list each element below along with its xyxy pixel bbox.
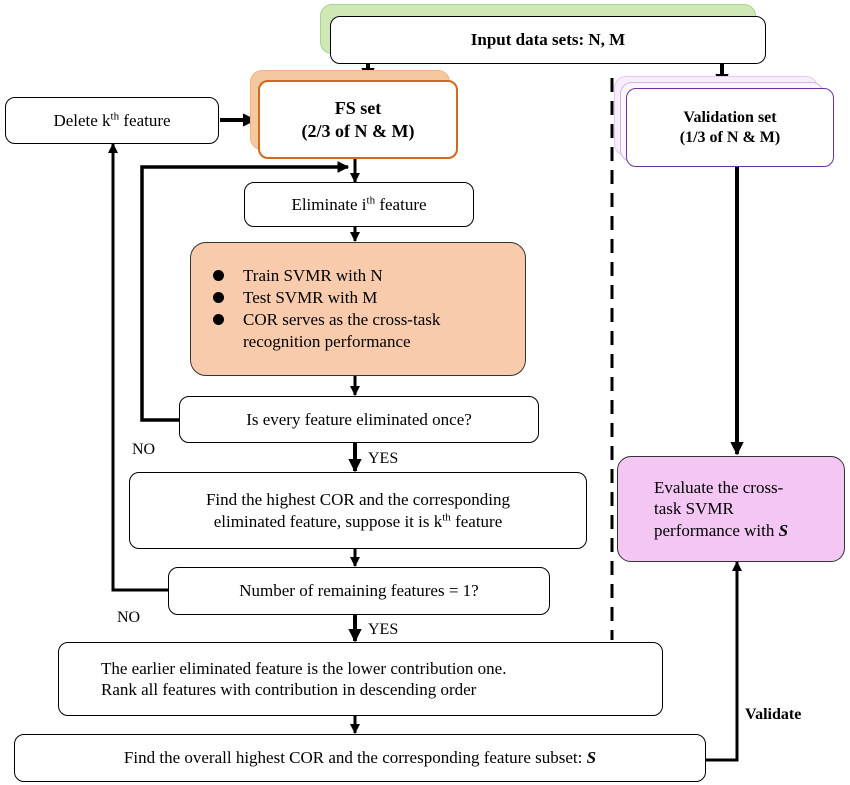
evaluate-line2: task SVMR [654,499,734,519]
svmr-steps-node: Train SVMR with N Test SVMR with M COR s… [190,242,526,376]
delete-feature-suffix: feature [119,110,171,130]
remaining-check-label: Number of remaining features = 1? [239,581,479,601]
evaluate-node: Evaluate the cross- task SVMR performanc… [617,456,845,562]
validation-set-subtitle: (1/3 of N & M) [679,128,781,146]
bullet-dot [213,314,224,325]
eliminate-feature-suffix: feature [375,194,427,214]
eliminate-feature-prefix: Eliminate i [291,194,367,214]
find-highest-node: Find the highest COR and the correspondi… [129,472,587,549]
find-overall-symbol: S [586,748,597,768]
find-highest-line1: Find the highest COR and the correspondi… [205,490,511,510]
fs-set-node: FS set (2/3 of N & M) [258,80,458,159]
fs-set-title: FS set [334,98,382,118]
find-overall-label: Find the overall highest COR and the cor… [123,748,587,768]
delete-feature-prefix: Delete k [53,110,111,130]
edge-label-no-2: NO [117,609,141,626]
rank-features-line2: Rank all features with contribution in d… [101,680,477,699]
arrow-no-loop-eliminate [140,161,350,422]
arrow-validate [706,560,743,762]
bullet-dot [213,269,224,281]
find-highest-suffix: feature [450,511,503,531]
arrow-no-loop-delete [107,142,168,592]
validation-set-title: Validation set [683,108,777,126]
evaluate-line3: performance with [654,520,779,540]
input-node: Input data sets: N, M [330,16,766,64]
rank-features-line1: The earlier eliminated feature is the lo… [101,658,507,678]
bullet-dot [213,291,224,303]
find-highest-sup: th [442,510,451,523]
svmr-steps-list: Train SVMR with N Test SVMR with M COR s… [213,265,440,353]
svmr-step-train: Train SVMR with N [213,265,440,287]
rank-features-node: The earlier eliminated feature is the lo… [58,642,663,716]
edge-label-yes-1: YES [368,450,399,467]
edge-label-no-1: NO [132,441,156,458]
delete-feature-sup: th [110,110,120,123]
find-highest-line2: eliminated feature, suppose it is k [213,511,443,531]
eliminate-feature-node: Eliminate ith feature [244,182,474,227]
validation-set-node: Validation set (1/3 of N & M) [626,88,834,167]
find-overall-node: Find the overall highest COR and the cor… [14,734,706,782]
evaluate-symbol: S [778,520,789,540]
svmr-step-test: Test SVMR with M [213,287,440,309]
evaluate-line1: Evaluate the cross- [654,478,784,498]
fs-set-subtitle: (2/3 of N & M) [301,120,415,141]
edge-label-yes-2: YES [368,621,399,638]
check-eliminated-label: Is every feature eliminated once? [246,409,472,429]
eliminate-feature-sup: th [366,194,376,207]
edge-label-validate: Validate [745,706,802,723]
delete-feature-node: Delete kth feature [5,97,219,144]
remaining-check-node: Number of remaining features = 1? [168,567,550,615]
input-node-label: Input data sets: N, M [470,30,626,50]
check-eliminated-node: Is every feature eliminated once? [179,396,539,443]
